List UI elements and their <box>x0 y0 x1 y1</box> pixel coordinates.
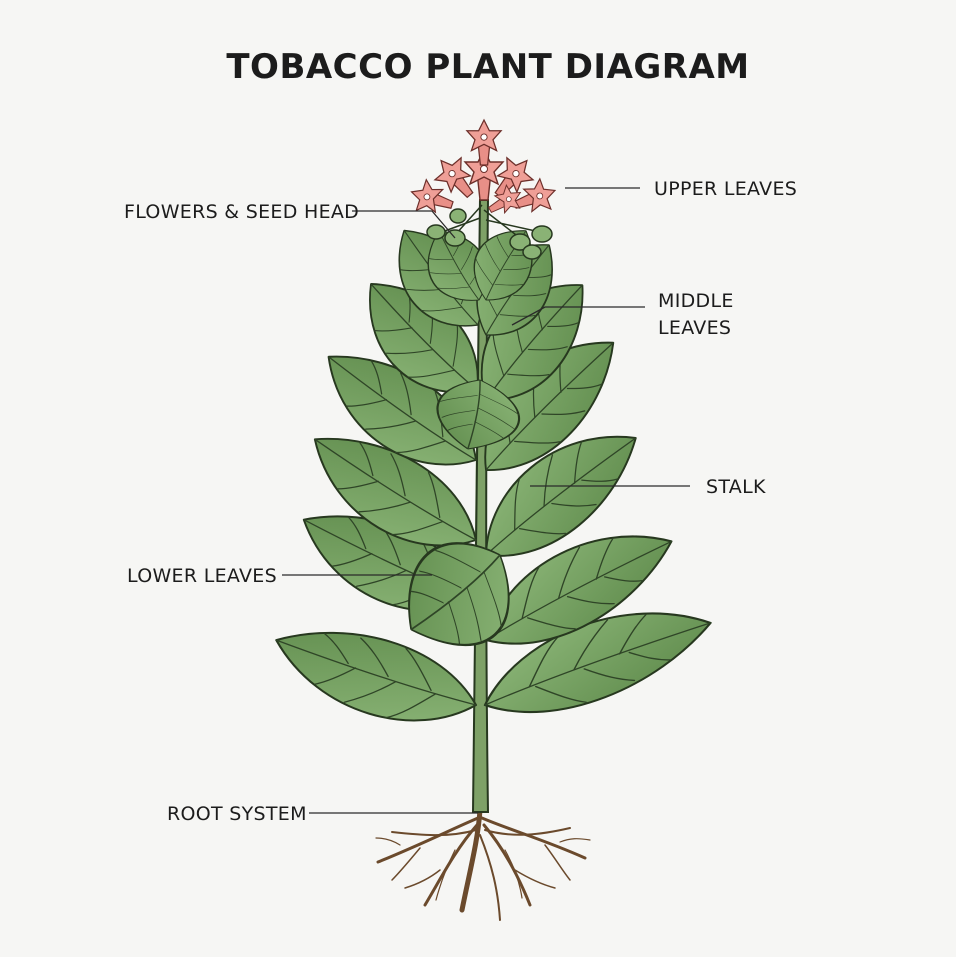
label-middle-leaves-line2: LEAVES <box>658 317 731 339</box>
label-stalk: STALK <box>706 476 766 498</box>
label-flowers-seed-head: FLOWERS & SEED HEAD <box>124 201 359 223</box>
leaves-illustration <box>264 212 723 745</box>
diagram-title: TOBACCO PLANT DIAGRAM <box>226 47 749 87</box>
label-upper-leaves: UPPER LEAVES <box>654 178 797 200</box>
label-lower-leaves: LOWER LEAVES <box>127 565 277 587</box>
root-system-illustration <box>376 810 590 920</box>
label-root-system: ROOT SYSTEM <box>167 803 307 825</box>
label-middle-leaves-line1: MIDDLE <box>658 290 734 312</box>
